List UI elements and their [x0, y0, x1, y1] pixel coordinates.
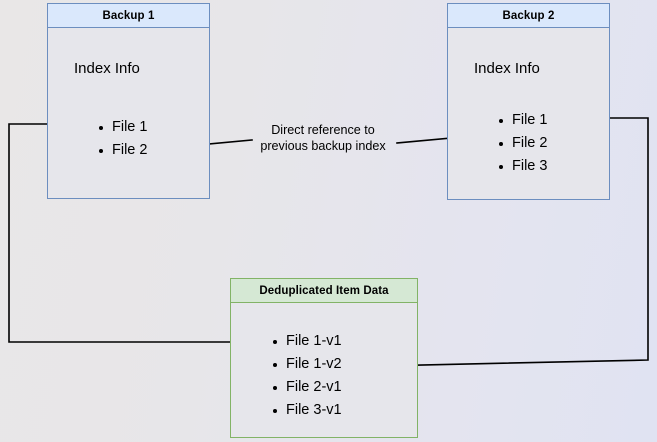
list-item: File 1-v2 [272, 353, 342, 376]
list-item: File 3 [498, 155, 547, 178]
backup-2-index-title: Index Info [474, 60, 540, 77]
list-item: File 1-v1 [272, 330, 342, 353]
backup-2-body: Index Info File 1 File 2 File 3 [448, 28, 609, 199]
deduplicated-item-data-box[interactable]: Deduplicated Item Data File 1-v1 File 1-… [230, 278, 418, 438]
backup-1-file-list: File 1 File 2 [98, 116, 147, 162]
backup-2-file-list: File 1 File 2 File 3 [498, 109, 547, 178]
list-item: File 3-v1 [272, 399, 342, 422]
backup-2-header: Backup 2 [448, 4, 609, 28]
list-item: File 1 [498, 109, 547, 132]
deduplicated-item-data-header: Deduplicated Item Data [231, 279, 417, 303]
list-item: File 2-v1 [272, 376, 342, 399]
list-item: File 2 [498, 132, 547, 155]
backup-1-header: Backup 1 [48, 4, 209, 28]
deduplicated-item-data-body: File 1-v1 File 1-v2 File 2-v1 File 3-v1 [231, 303, 417, 437]
backup-1-body: Index Info File 1 File 2 [48, 28, 209, 198]
backup-1-box[interactable]: Backup 1 Index Info File 1 File 2 [47, 3, 210, 199]
list-item: File 2 [98, 139, 147, 162]
backup-1-index-title: Index Info [74, 60, 140, 77]
list-item: File 1 [98, 116, 147, 139]
deduplicated-item-list: File 1-v1 File 1-v2 File 2-v1 File 3-v1 [272, 330, 342, 422]
backup-2-box[interactable]: Backup 2 Index Info File 1 File 2 File 3 [447, 3, 610, 200]
edge-label-direct-reference: Direct reference to previous backup inde… [260, 123, 386, 153]
